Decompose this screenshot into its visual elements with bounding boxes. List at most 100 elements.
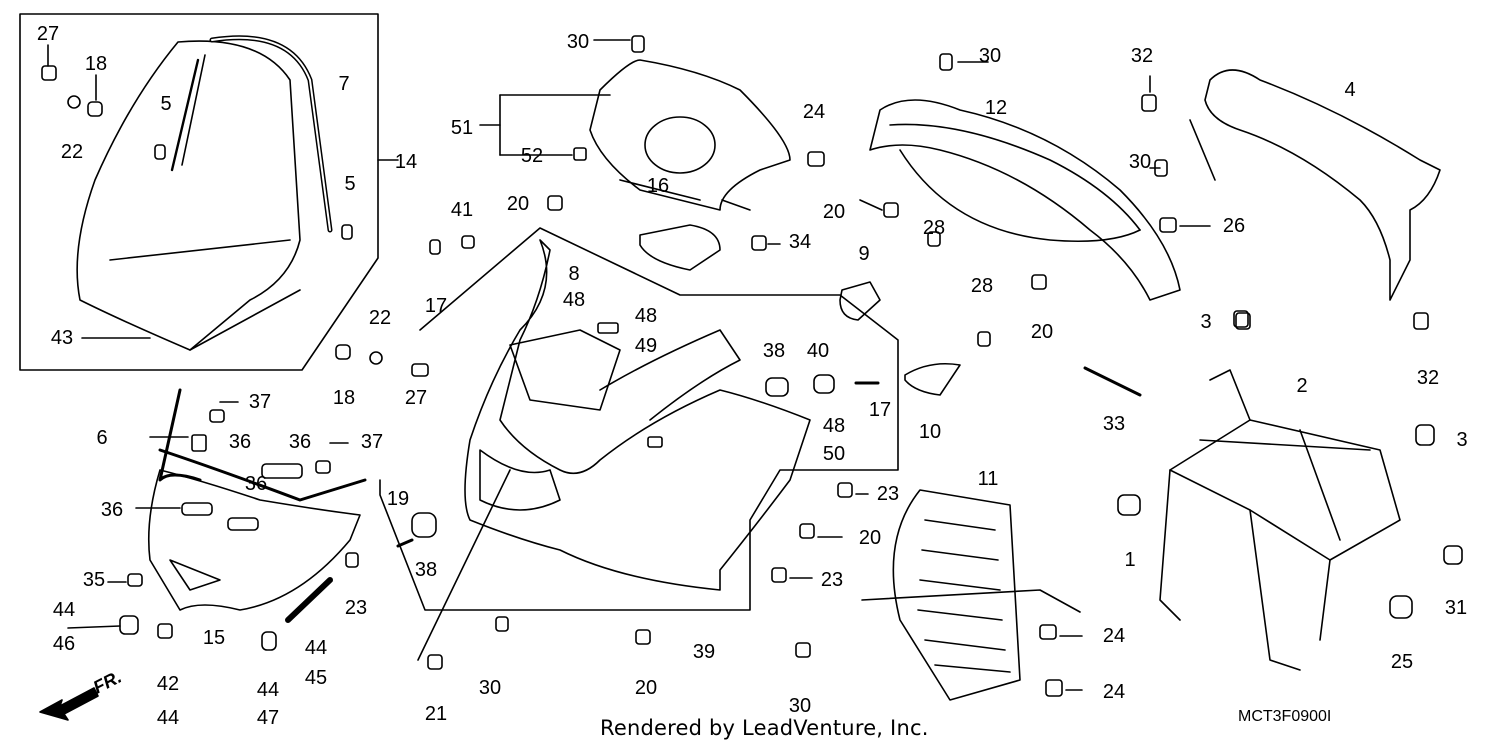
clip-icon [837, 482, 853, 498]
part-number-label: 36 [101, 499, 123, 521]
part-number-label: 47 [257, 707, 279, 729]
nut-icon [1233, 310, 1249, 328]
part-number-label: 17 [869, 399, 891, 421]
part-number-label: 23 [821, 569, 843, 591]
part-number-label: 24 [803, 101, 825, 123]
part-number-label: 5 [160, 93, 171, 115]
front-stay-bracket [1189, 69, 1441, 301]
rubber-grommet-icon [341, 224, 353, 240]
part-number-label: 48 [563, 289, 585, 311]
part-number-label: 20 [859, 527, 881, 549]
screw-icon [495, 616, 509, 632]
part-number-label: 1 [1124, 549, 1135, 571]
grommet-icon [765, 377, 789, 397]
part-number-label: 18 [85, 53, 107, 75]
rubber-cap-icon [261, 631, 277, 651]
screw-icon [977, 331, 991, 347]
part-number-label: 30 [1129, 151, 1151, 173]
clip-icon [1031, 274, 1047, 290]
stay-plate [904, 362, 961, 396]
part-number-label: 14 [395, 151, 417, 173]
part-number-label: 9 [858, 243, 869, 265]
part-number-label: 33 [1103, 413, 1125, 435]
rubber-mount-icon [813, 374, 835, 394]
part-number-label: 24 [1103, 625, 1125, 647]
long-bolt [1083, 366, 1142, 397]
grommet-icon [1159, 217, 1177, 233]
nut-icon [1443, 545, 1463, 565]
part-number-label: 31 [1445, 597, 1467, 619]
leader-line [417, 469, 511, 661]
mounting-bracket [839, 281, 881, 321]
part-number-label: 44 [305, 637, 327, 659]
rubber-pad-icon [597, 322, 619, 334]
headlight-bracket [639, 224, 721, 271]
part-number-label: 25 [1391, 651, 1413, 673]
part-number-label: 21 [425, 703, 447, 725]
rubber-strip-icon [285, 577, 333, 623]
part-number-label: 35 [83, 569, 105, 591]
grommet-icon [1117, 494, 1141, 516]
screw-icon [396, 538, 414, 548]
part-number-label: 38 [415, 559, 437, 581]
part-number-label: 45 [305, 667, 327, 689]
part-number-label: 44 [157, 707, 179, 729]
screw-icon [927, 231, 941, 247]
rubber-strip-icon [227, 517, 259, 531]
part-number-label: 36 [229, 431, 251, 453]
front-cowl [464, 239, 811, 591]
clip-icon [345, 552, 359, 568]
part-number-label: 32 [1131, 45, 1153, 67]
part-number-label: 27 [37, 23, 59, 45]
grommet-icon [411, 512, 437, 538]
main-frame-stay [1159, 369, 1401, 671]
part-number-label: 30 [789, 695, 811, 717]
part-number-label: 3 [1456, 429, 1467, 451]
part-number-label: 36 [245, 473, 267, 495]
rubber-strip-icon [181, 502, 213, 516]
part-number-label: 36 [289, 431, 311, 453]
clip-icon [771, 567, 787, 583]
part-number-label: 42 [157, 673, 179, 695]
screw-icon [127, 573, 143, 587]
part-number-label: 38 [763, 340, 785, 362]
rubber-strip-icon [261, 463, 303, 479]
part-number-label: 39 [693, 641, 715, 663]
part-number-label: 20 [507, 193, 529, 215]
part-number-label: 40 [807, 340, 829, 362]
screw-icon [795, 642, 811, 658]
inner-grille-panel [892, 489, 1021, 701]
windscreen-trim-strip [209, 35, 333, 233]
bolt-icon [411, 363, 429, 377]
part-number-label: 37 [361, 431, 383, 453]
clip-icon [573, 147, 587, 161]
front-cowl-boundary [379, 227, 899, 611]
upper-cowl-frame [869, 99, 1181, 301]
clip-icon [799, 523, 815, 539]
bolt-icon [1413, 312, 1429, 330]
spring-nut-icon [1415, 424, 1435, 446]
render-credit: Rendered by LeadVenture, Inc. [600, 716, 929, 740]
screw-icon [631, 35, 645, 53]
part-number-label: 23 [877, 483, 899, 505]
clip-icon [209, 409, 225, 423]
part-number-label: 4 [1344, 79, 1355, 101]
leader-line [861, 589, 1081, 613]
part-number-label: 17 [425, 295, 447, 317]
part-number-label: 15 [203, 627, 225, 649]
part-number-label: 27 [405, 387, 427, 409]
part-number-label: 41 [451, 199, 473, 221]
part-number-label: 18 [333, 387, 355, 409]
part-number-label: 37 [249, 391, 271, 413]
part-number-label: 48 [823, 415, 845, 437]
part-number-label: 48 [635, 305, 657, 327]
part-number-label: 22 [61, 141, 83, 163]
part-number-label: 30 [979, 45, 1001, 67]
rubber-cap-icon [119, 615, 139, 635]
part-number-label: 20 [823, 201, 845, 223]
clip-icon [427, 654, 443, 670]
part-number-label: 30 [479, 677, 501, 699]
part-number-label: 24 [1103, 681, 1125, 703]
